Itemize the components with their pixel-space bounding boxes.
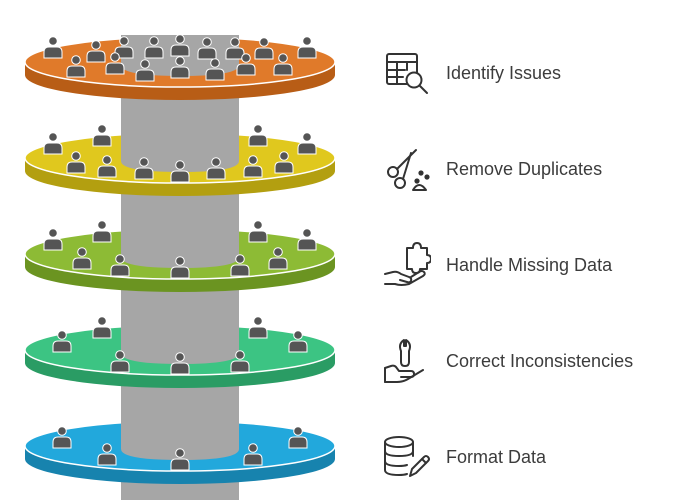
step-label: Handle Missing Data [446, 254, 613, 275]
disc-edge [25, 158, 335, 196]
step-row-identify-issues: Identify Issues [383, 50, 561, 96]
person-icon [297, 228, 317, 251]
puzzle-hand-icon [384, 242, 431, 286]
step-row-correct-inconsistencies: Correct Inconsistencies [383, 338, 633, 384]
step-row-remove-duplicates: Remove Duplicates [383, 146, 602, 192]
platform-disc [24, 220, 336, 292]
platform-disc [24, 419, 336, 484]
step-label: Remove Duplicates [446, 158, 603, 179]
person-icon [92, 124, 112, 147]
person-icon [297, 132, 317, 155]
pillar-segment [121, 323, 239, 364]
table-search-icon [386, 53, 428, 94]
step-row-handle-missing-data: Handle Missing Data [383, 242, 612, 288]
platform-disc [24, 34, 336, 100]
person-icon [248, 220, 268, 243]
step-label: Identify Issues [446, 62, 562, 83]
disc-edge [25, 350, 335, 388]
disc-edge [25, 446, 335, 484]
person-icon [92, 220, 112, 243]
step-row-format-data: Format Data [383, 434, 546, 480]
person-icon [43, 228, 63, 251]
database-edit-icon [384, 436, 430, 477]
disc-edge [25, 254, 335, 292]
pillar-segment [121, 419, 239, 460]
person-icon [248, 124, 268, 147]
step-label: Correct Inconsistencies [446, 350, 634, 371]
person-icon [92, 316, 112, 339]
platform-disc [24, 124, 336, 196]
person-icon [297, 36, 317, 59]
disc-edge [25, 62, 335, 100]
person-icon [43, 132, 63, 155]
person-icon [248, 316, 268, 339]
platform-disc [24, 316, 336, 388]
person-icon [43, 36, 63, 59]
pillar-segment [121, 131, 239, 172]
step-label: Format Data [446, 446, 547, 467]
pillar-segment [121, 227, 239, 268]
scissors-icon [387, 149, 430, 191]
wrench-hand-icon [384, 339, 424, 383]
